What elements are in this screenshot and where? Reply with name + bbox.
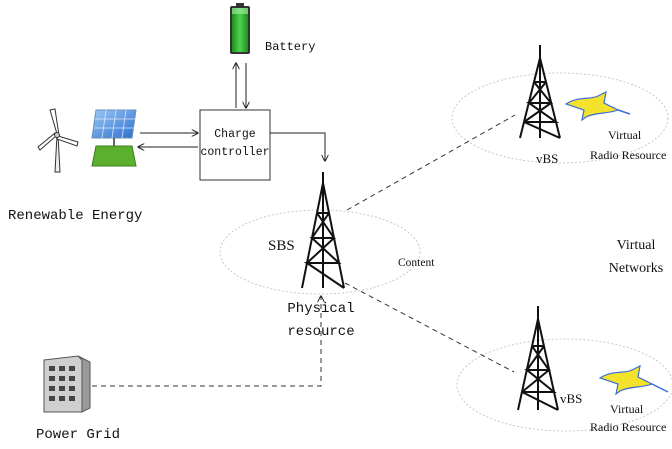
charge-controller-box <box>199 109 271 181</box>
virtual-radio-bottom-label-1: Virtual <box>610 402 644 416</box>
content-label: Content <box>398 257 435 269</box>
wind-turbine-icon <box>37 108 79 173</box>
power-grid-building-icon <box>43 355 91 413</box>
vbs-top-tower-icon <box>519 45 561 139</box>
vbs-bottom-cell-ellipse <box>456 338 672 432</box>
vbs-bottom-tower-icon <box>517 306 559 411</box>
charge-controller-label-2: controller <box>200 146 269 159</box>
battery-label: Battery <box>265 40 315 54</box>
vbs-bottom-label: vBS <box>560 391 582 406</box>
virtual-radio-bottom-label-2: Radio Resource <box>590 420 666 434</box>
link-sbs-to-vbs-top <box>346 114 516 211</box>
lightning-top-icon <box>564 90 631 122</box>
sbs-label: SBS <box>268 238 295 254</box>
sbs-cell-ellipse <box>219 209 421 295</box>
virtual-radio-top-label-1: Virtual <box>608 128 642 142</box>
battery-icon <box>230 3 250 54</box>
power-grid-label: Power Grid <box>36 427 120 443</box>
sbs-tower-icon <box>301 172 345 289</box>
arrow-controller-to-sbs <box>270 132 325 161</box>
charge-controller-label-1: Charge <box>214 128 256 141</box>
link-power-grid-to-sbs <box>92 296 321 387</box>
vbs-top-cell-ellipse <box>451 72 669 164</box>
renewable-energy-label: Renewable Energy <box>8 208 142 224</box>
virtual-radio-top-label-2: Radio Resource <box>590 148 666 162</box>
virtual-networks-label-1: Virtual <box>617 238 656 253</box>
lightning-bottom-icon <box>598 364 669 396</box>
virtual-networks-label-2: Networks <box>609 261 663 276</box>
solar-panel-icon <box>91 109 137 167</box>
link-sbs-to-vbs-bottom <box>344 282 515 373</box>
vbs-top-label: vBS <box>536 151 558 166</box>
